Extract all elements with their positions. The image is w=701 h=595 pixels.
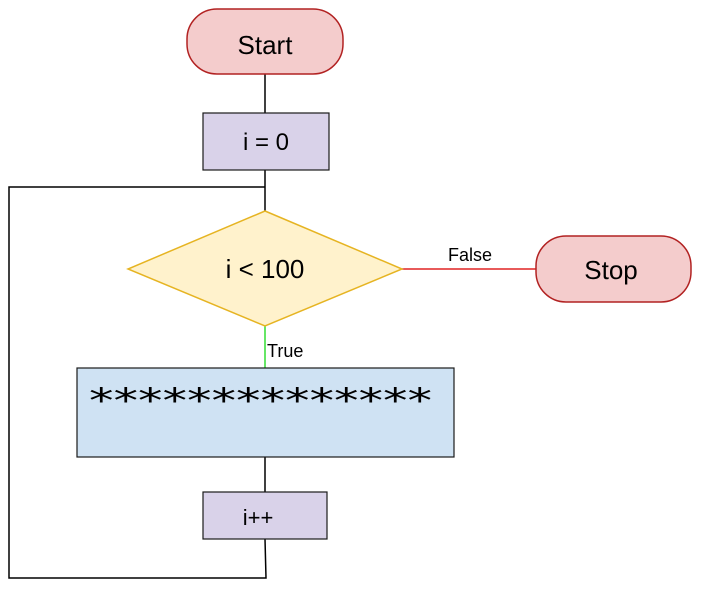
body-process-shape bbox=[76, 367, 455, 458]
increment-node: i++ bbox=[202, 491, 328, 540]
increment-label: i++ bbox=[243, 505, 274, 530]
init-node: i = 0 bbox=[202, 112, 330, 171]
condition-label: i < 100 bbox=[226, 254, 305, 284]
increment-process-shape bbox=[202, 491, 328, 540]
stop-node: Stop bbox=[535, 235, 692, 303]
start-terminal-shape bbox=[186, 8, 344, 75]
init-process-shape bbox=[202, 112, 330, 171]
body-label: ************** bbox=[89, 381, 432, 421]
condition-decision-shape bbox=[126, 210, 404, 327]
true-edge-label: True bbox=[267, 341, 303, 361]
start-label: Start bbox=[238, 30, 294, 60]
condition-node: i < 100 bbox=[126, 210, 404, 327]
connectors bbox=[8, 74, 536, 579]
edge-loop-back bbox=[8, 186, 267, 579]
body-node: ************** bbox=[76, 367, 455, 458]
stop-label: Stop bbox=[584, 255, 638, 285]
init-label: i = 0 bbox=[243, 129, 289, 156]
start-node: Start bbox=[186, 8, 344, 75]
stop-terminal-shape bbox=[535, 235, 692, 303]
false-edge-label: False bbox=[448, 245, 492, 265]
